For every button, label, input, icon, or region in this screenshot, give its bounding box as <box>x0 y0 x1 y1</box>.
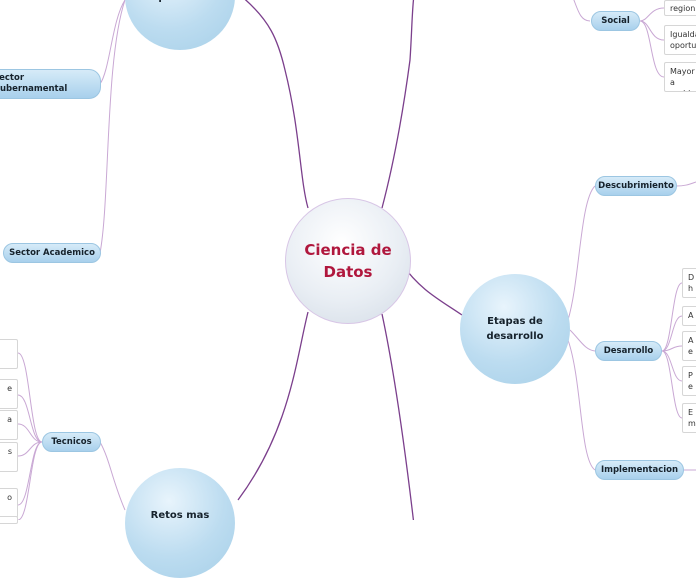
topic-retos-node[interactable]: Retos mas <box>125 468 235 578</box>
implementacion-connector <box>684 469 696 471</box>
branch-implementacion-label: Implementacion <box>600 465 679 475</box>
desarrollo-leaf-4-text: P e <box>688 371 693 391</box>
link-social-up <box>573 0 591 22</box>
tecnicos-leaf-3[interactable]: a <box>0 410 18 440</box>
link-center-top-right <box>381 0 415 209</box>
branch-descubrimiento[interactable]: Descubrimiento <box>595 176 677 196</box>
branch-sector-gubernamental-label: Sector Gubernamental <box>0 73 68 94</box>
desarrollo-leaf-3[interactable]: A e <box>682 331 696 361</box>
link-aplicacion-gubernamental <box>99 0 126 85</box>
link-desarrollo-l5 <box>661 350 683 419</box>
link-etapas-descubrimiento <box>567 185 596 321</box>
connector-lines <box>17 0 696 520</box>
link-retos-tecnicos <box>99 441 126 511</box>
branch-desarrollo[interactable]: Desarrollo <box>595 341 662 361</box>
tecnicos-leaf-4[interactable]: s <box>0 442 18 472</box>
link-social-mayor <box>639 20 665 78</box>
central-topic-label: Ciencia de Datos <box>304 241 392 281</box>
link-aplicacion-academico <box>99 0 126 254</box>
desarrollo-leaf-1-text: D h <box>688 273 695 293</box>
social-leaf-region-text: region <box>670 4 696 13</box>
desarrollo-leaf-2[interactable]: A <box>682 306 696 326</box>
tecnicos-leaf-2[interactable]: e <box>0 379 18 409</box>
link-social-region <box>639 7 665 22</box>
desarrollo-leaf-5-text: E m <box>688 408 696 428</box>
link-tecnicos-l4 <box>17 441 43 457</box>
link-center-bottom-right <box>381 313 415 520</box>
tecnicos-leaf-6[interactable] <box>0 516 18 524</box>
branch-social-label: Social <box>601 16 630 26</box>
branch-sector-academico[interactable]: Sector Academico <box>3 243 101 263</box>
central-topic-node[interactable]: Ciencia de Datos <box>285 198 411 324</box>
desarrollo-leaf-5[interactable]: E m <box>682 403 696 433</box>
desarrollo-leaf-2-text: A <box>688 311 694 320</box>
link-desarrollo-l4 <box>661 350 683 382</box>
topic-etapas-label: Etapas de desarrollo <box>486 316 544 342</box>
link-desarrollo-l2 <box>661 315 683 352</box>
link-tecnicos-l3 <box>17 423 43 443</box>
topic-retos-label: Retos mas <box>150 510 210 521</box>
link-tecnicos-l5 <box>17 441 43 506</box>
tecnicos-leaf-2-text: e <box>7 384 12 393</box>
link-etapas-implementacion <box>567 339 596 471</box>
link-desarrollo-l3 <box>661 345 683 352</box>
social-leaf-mayor[interactable]: Mayor a problac <box>664 62 696 92</box>
desarrollo-leaf-4[interactable]: P e <box>682 366 696 396</box>
link-center-aplicacion <box>244 0 309 209</box>
tecnicos-leaf-1[interactable] <box>0 339 18 369</box>
link-tecnicos-l2 <box>17 394 43 443</box>
link-desarrollo-l1 <box>661 282 683 352</box>
social-leaf-igualdad[interactable]: Igualda oportu <box>664 25 696 55</box>
branch-desarrollo-label: Desarrollo <box>603 346 654 356</box>
link-tecnicos-l1 <box>17 352 43 443</box>
link-etapas-desarrollo <box>569 329 596 352</box>
branch-implementacion[interactable]: Implementacion <box>595 460 684 480</box>
branch-social[interactable]: Social <box>591 11 640 31</box>
branch-tecnicos-label: Tecnicos <box>51 437 92 447</box>
branch-sector-gubernamental[interactable]: Sector Gubernamental <box>0 69 101 99</box>
social-leaf-igualdad-text: Igualda oportu <box>670 30 696 50</box>
desarrollo-leaf-1[interactable]: D h <box>682 268 696 298</box>
social-leaf-region[interactable]: region <box>664 0 696 16</box>
link-center-retos <box>237 311 309 501</box>
topic-aplicacion-label: aplicacion <box>152 0 209 3</box>
branch-sector-academico-label: Sector Academico <box>9 248 95 258</box>
desarrollo-leaf-3-text: A e <box>688 336 694 356</box>
tecnicos-leaf-3-text: a <box>7 415 12 424</box>
link-descubrimiento-leaf <box>675 181 696 187</box>
link-center-etapas <box>401 263 463 316</box>
social-leaf-mayor-text: Mayor a problac <box>670 67 696 91</box>
tecnicos-leaf-4-text: s <box>7 447 12 456</box>
topic-etapas-node[interactable]: Etapas de desarrollo <box>460 274 570 384</box>
link-tecnicos-l6 <box>17 441 43 520</box>
branch-tecnicos[interactable]: Tecnicos <box>42 432 101 452</box>
branch-descubrimiento-label: Descubrimiento <box>598 181 674 191</box>
tecnicos-leaf-5-text: o <box>7 493 12 502</box>
tecnicos-leaf-5[interactable]: o <box>0 488 18 518</box>
